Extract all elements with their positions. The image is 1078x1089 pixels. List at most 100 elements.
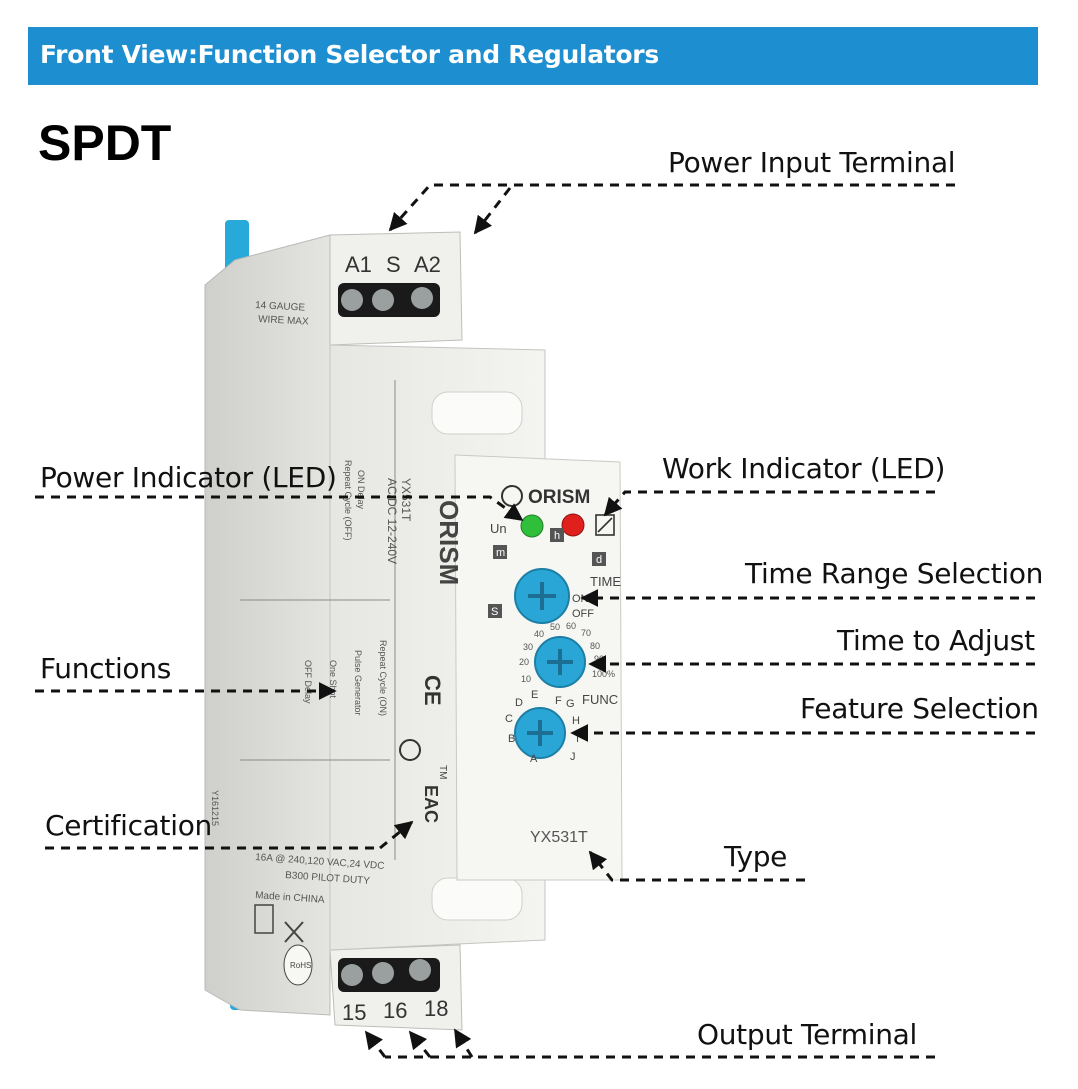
feature-dial[interactable]	[514, 707, 566, 759]
power-led	[520, 514, 544, 538]
unit-box-m	[493, 545, 507, 559]
terminal-15: 15	[342, 1000, 366, 1025]
made-in: Made in CHINA	[255, 890, 325, 906]
callout-power-indicator: Power Indicator (LED)	[40, 461, 337, 494]
screw-icon	[372, 289, 394, 311]
callout-feature-selection: Feature Selection	[800, 692, 1039, 725]
terminal-a2: A2	[414, 252, 441, 277]
header-title: Front View:Function Selector and Regulat…	[40, 40, 659, 69]
func-letter-g: G	[566, 698, 575, 710]
leader-type	[588, 850, 805, 882]
callout-power-input-terminal: Power Input Terminal	[668, 146, 956, 179]
date-code: Y161215	[210, 790, 220, 826]
screw-icon	[341, 289, 363, 311]
leader-certification-2	[379, 820, 414, 850]
time-scale-100: 100%	[592, 669, 615, 679]
func-letter-b: B	[508, 733, 515, 745]
tm-mark: TM	[437, 765, 448, 779]
wire-note-line2: WIRE MAX	[258, 314, 309, 328]
shoulder-slot-bottom	[431, 877, 523, 921]
screw-icon	[341, 964, 363, 986]
double-insulation-icon	[254, 904, 274, 934]
front-brand: ORISM	[528, 487, 590, 508]
function-name-on-delay: ON Delay	[356, 470, 366, 510]
func-letter-d: D	[515, 697, 523, 709]
side-model: YX531T	[399, 478, 413, 522]
time-range-dial[interactable]	[514, 568, 570, 624]
func-letter-j: J	[570, 751, 576, 763]
led-un-label: Un	[490, 521, 507, 536]
terminal-s: S	[386, 252, 401, 277]
time-scale-30: 30	[523, 642, 533, 652]
side-brand: ORISM	[434, 500, 464, 585]
time-scale-10: 10	[521, 674, 531, 684]
header-bar: Front View:Function Selector and Regulat…	[28, 27, 1038, 85]
dial-slot-icon	[528, 582, 556, 610]
leader-output-3	[453, 1028, 474, 1058]
input-screws	[338, 283, 440, 317]
relay-housing	[204, 220, 623, 1031]
time-scale-60: 60	[566, 621, 576, 631]
unit-m: m	[496, 547, 505, 559]
time-scale-20: 20	[519, 657, 529, 667]
weee-bin-icon	[284, 921, 304, 943]
dial-slot-icon	[547, 649, 573, 675]
dial-time-label: TIME	[590, 574, 621, 589]
unit-d: d	[596, 554, 602, 566]
function-name-repeat-off: Repeat Cycle (OFF)	[343, 460, 353, 541]
leader-power-input	[388, 183, 955, 232]
func-letter-i: I	[576, 733, 579, 745]
eac-mark: EAC	[421, 785, 441, 823]
screw-icon	[411, 287, 433, 309]
unit-h: h	[554, 530, 560, 542]
func-letter-h: H	[572, 715, 580, 727]
time-scale-50: 50	[550, 622, 560, 632]
func-letter-e: E	[531, 689, 538, 701]
function-name-one-shot: One Shot	[328, 660, 338, 699]
time-scale-70: 70	[581, 628, 591, 638]
cert-circle-icon	[399, 739, 421, 761]
leader-output-1	[364, 1030, 387, 1058]
screw-icon	[409, 959, 431, 981]
variant-label: SPDT	[38, 115, 172, 171]
func-letter-f: F	[555, 695, 562, 707]
ce-mark: CE	[420, 675, 445, 706]
terminal-16: 16	[383, 998, 407, 1023]
function-name-pulse: Pulse Generator	[353, 650, 363, 716]
leader-power-input-2	[473, 187, 512, 235]
callout-work-indicator: Work Indicator (LED)	[662, 452, 946, 485]
side-voltage: AC/DC 12-240V	[385, 478, 399, 564]
callout-functions: Functions	[40, 652, 171, 685]
screw-icon	[372, 962, 394, 984]
callout-time-range-selection: Time Range Selection	[745, 557, 1044, 590]
side-panel	[204, 234, 331, 1016]
dial-off-label: OFF	[572, 608, 594, 620]
unit-box-d	[592, 552, 606, 566]
unit-box-h	[550, 528, 564, 542]
callout-output-terminal: Output Terminal	[697, 1018, 917, 1051]
terminal-18: 18	[424, 996, 448, 1021]
rohs-badge	[283, 944, 313, 986]
callout-type: Type	[724, 840, 788, 873]
relay-coil-icon-slash	[597, 517, 613, 533]
func-letter-a: A	[530, 753, 538, 765]
dial-func-label: FUNC	[582, 692, 618, 707]
time-scale: 10 20 30 40 50 60 70 80 90 100%	[519, 621, 615, 684]
wire-note-line1: 14 GAUGE	[255, 300, 306, 314]
shoulder-slot-top	[431, 391, 523, 435]
func-letter-c: C	[505, 713, 513, 725]
leader-work-led	[603, 490, 935, 517]
function-table	[240, 380, 396, 860]
callout-certification: Certification	[45, 809, 212, 842]
unit-box-s	[488, 604, 502, 618]
leader-power-led	[35, 495, 524, 522]
dial-slot-icon	[527, 720, 553, 746]
function-name-repeat-on: Repeat Cycle (ON)	[378, 640, 388, 716]
time-adjust-dial[interactable]	[534, 636, 586, 688]
leader-lines	[35, 183, 1035, 1059]
function-name-off-delay: OFF Delay	[303, 660, 313, 704]
time-scale-40: 40	[534, 629, 544, 639]
output-screws	[338, 958, 440, 992]
terminal-a1: A1	[345, 252, 372, 277]
